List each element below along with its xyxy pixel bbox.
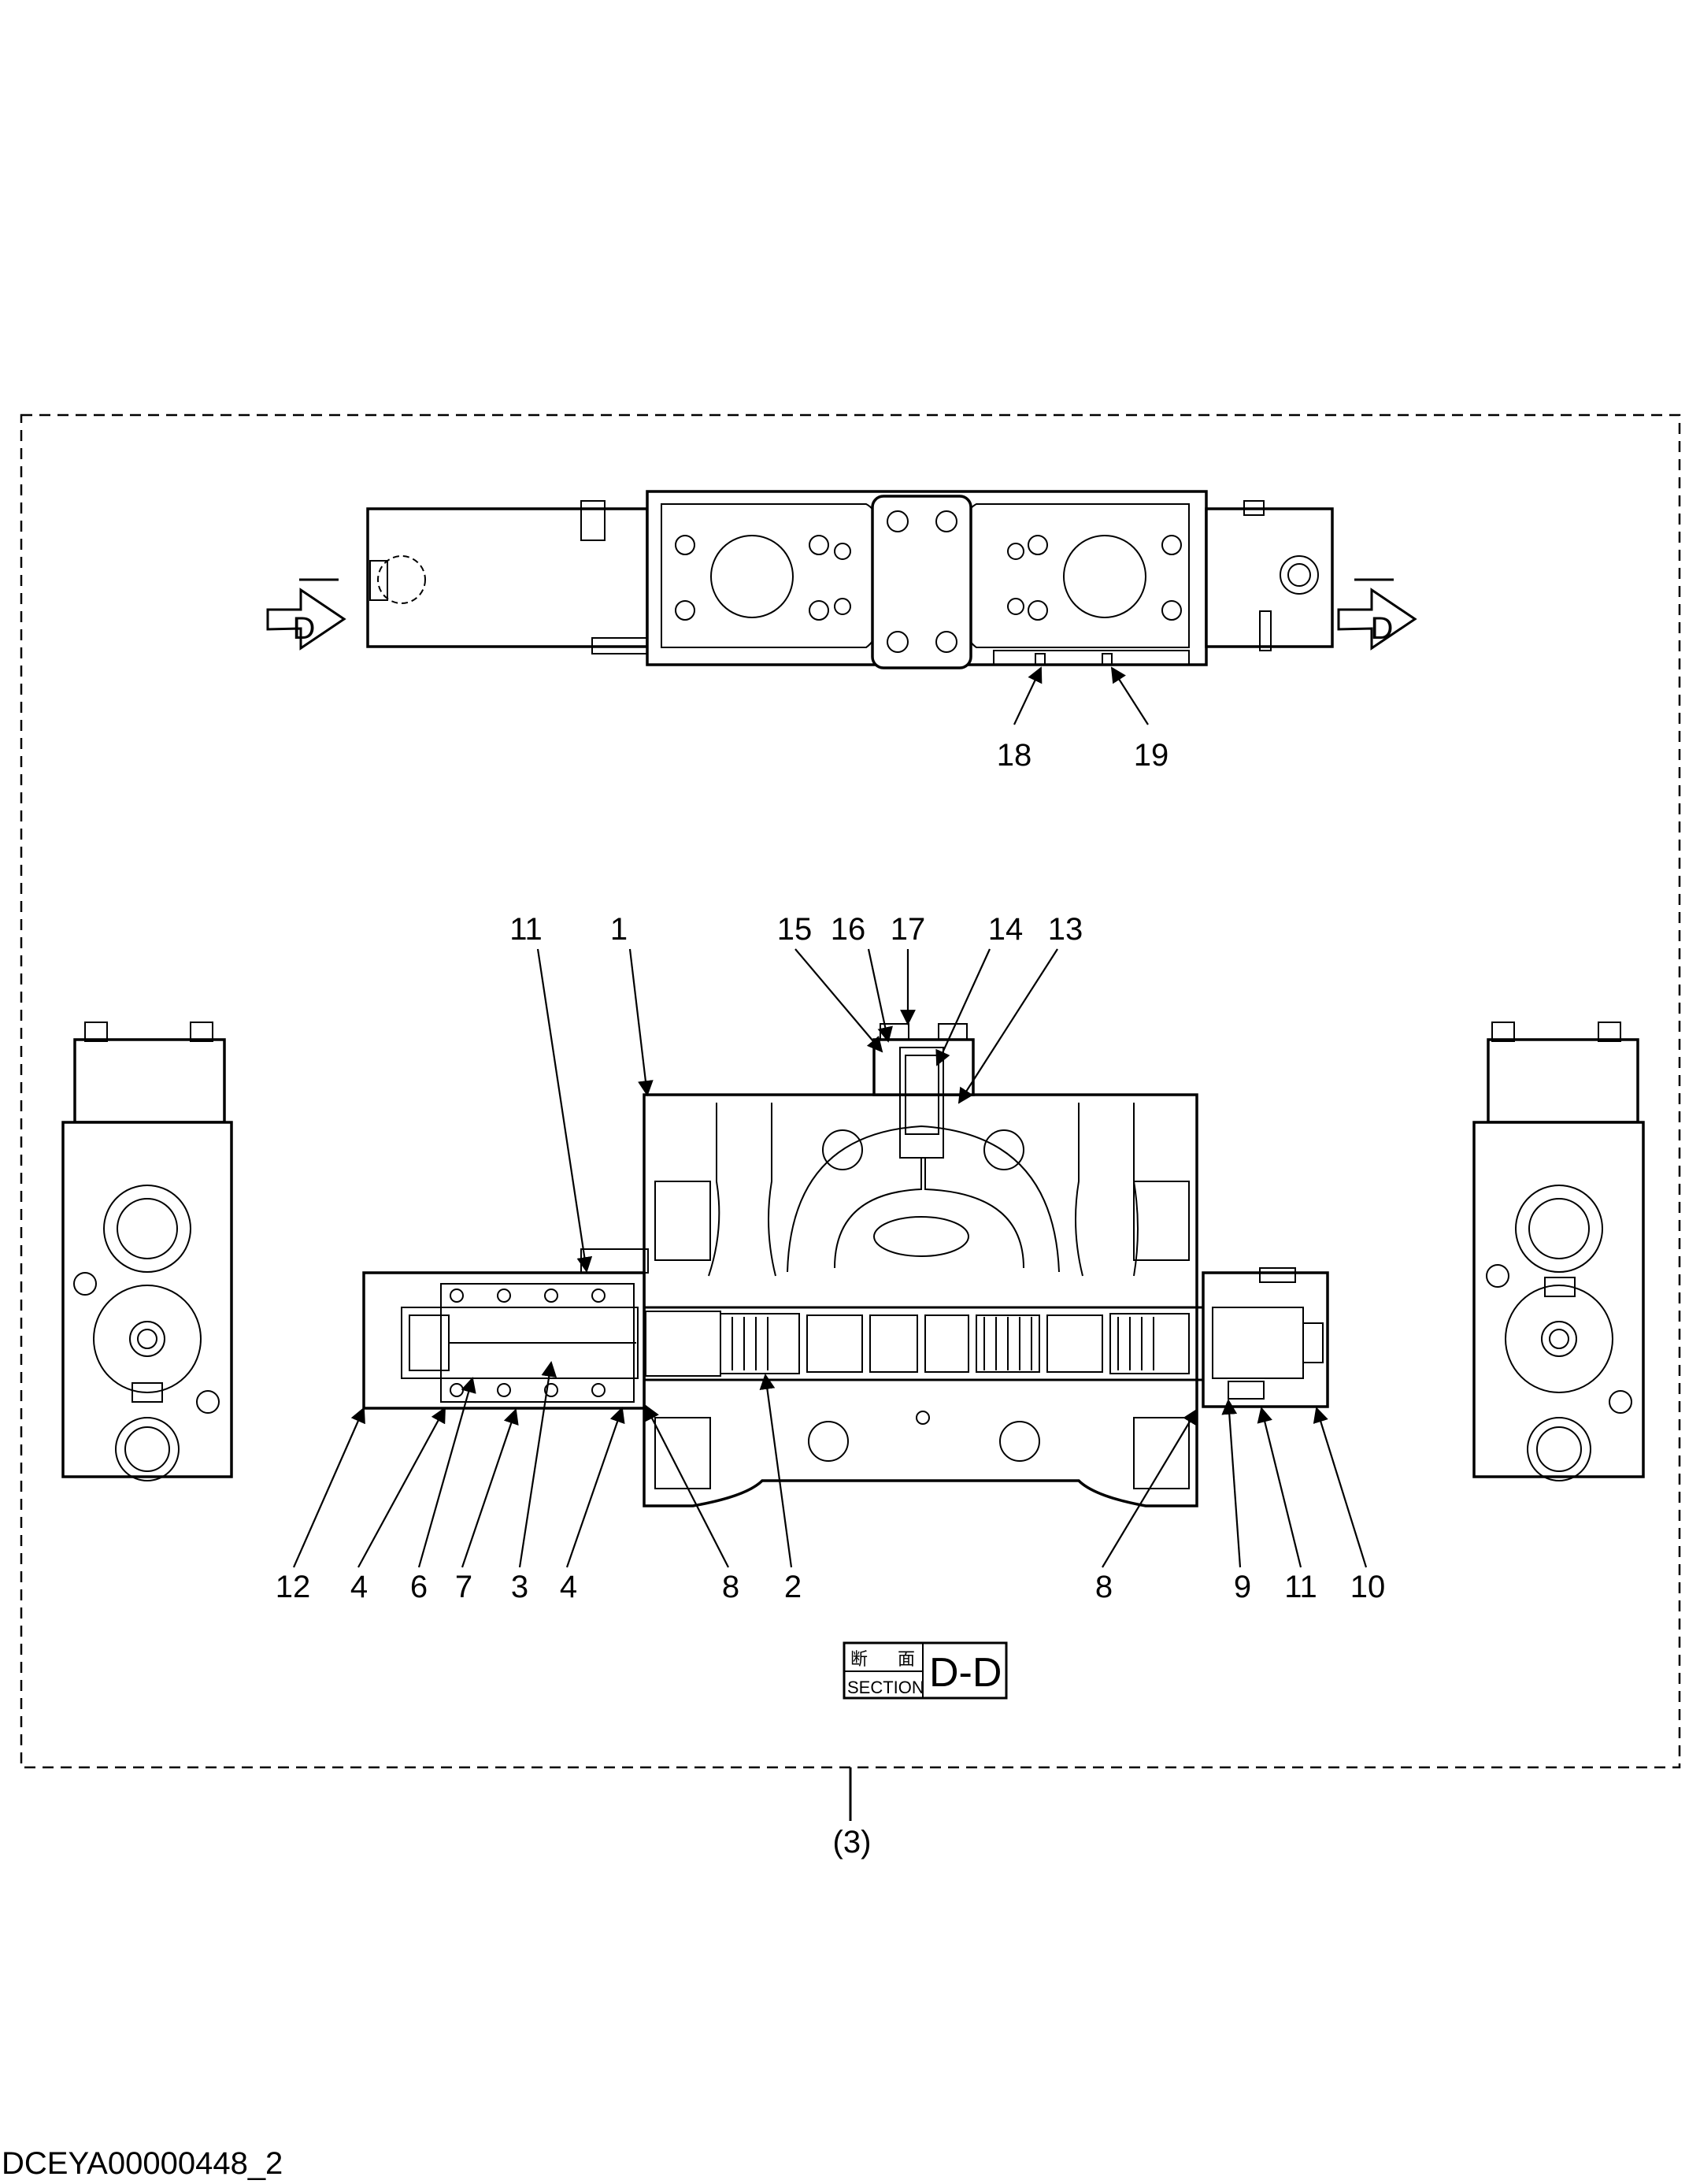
part-label-11-bottom: 11 (1284, 1570, 1317, 1604)
section-name: D-D (929, 1650, 1002, 1696)
part-label-15: 15 (777, 912, 813, 947)
part-label-11-top: 11 (509, 912, 543, 947)
section-kanji-1: 断 (850, 1649, 868, 1669)
part-label-18: 18 (997, 738, 1032, 773)
leader-lines (292, 666, 1368, 1568)
section-view (362, 1023, 1329, 1507)
part-label-1: 1 (610, 912, 628, 947)
top-view: D D (266, 490, 1417, 669)
part-label-4-right: 4 (560, 1570, 577, 1604)
view-arrow-left (266, 588, 346, 651)
spool-grooves (731, 1317, 1154, 1370)
part-label-14: 14 (988, 912, 1024, 947)
part-label-9: 9 (1234, 1570, 1251, 1604)
part-label-2: 2 (784, 1570, 802, 1604)
part-label-12: 12 (276, 1570, 311, 1604)
spring-coils (450, 1289, 606, 1397)
section-label: SECTION (847, 1678, 924, 1697)
part-label-16: 16 (831, 912, 866, 947)
plug-circle (377, 555, 426, 604)
part-labels: 18 19 11 1 15 16 17 14 13 12 4 6 7 3 4 8… (276, 738, 1386, 1604)
assembly-ref-label: (3) (833, 1825, 872, 1860)
part-label-13: 13 (1048, 912, 1083, 947)
part-label-4-left: 4 (350, 1570, 368, 1604)
view-marker-right: D (1371, 611, 1394, 646)
section-kanji-2: 面 (898, 1649, 915, 1669)
part-label-19: 19 (1134, 738, 1169, 773)
part-label-10: 10 (1350, 1570, 1386, 1604)
part-label-6: 6 (410, 1570, 428, 1604)
part-label-3: 3 (511, 1570, 528, 1604)
part-label-17: 17 (891, 912, 926, 947)
view-marker-left: D (293, 611, 316, 646)
right-side-view (1472, 1022, 1645, 1481)
left-side-view (61, 1022, 233, 1481)
part-label-7: 7 (455, 1570, 472, 1604)
section-tag: 断 面 SECTION D-D (843, 1641, 1008, 1700)
part-label-8-left: 8 (722, 1570, 739, 1604)
view-arrow-right (1337, 588, 1417, 651)
drawing-code: DCEYA00000448_2 (2, 2146, 283, 2181)
part-label-8-right: 8 (1095, 1570, 1113, 1604)
